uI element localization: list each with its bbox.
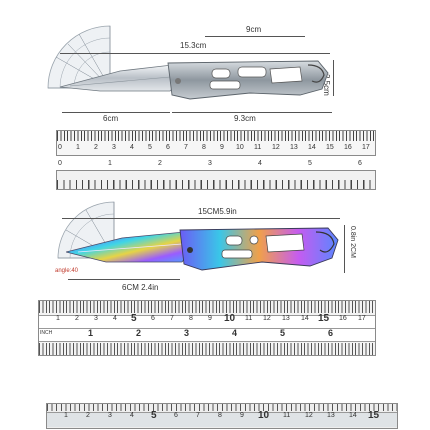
dim-line-6cm-mid bbox=[68, 279, 180, 280]
inch-ruler bbox=[56, 170, 376, 190]
dim-line-6cm bbox=[62, 112, 170, 113]
bottom-ruler-labels: 1 2 3 4 5 6 7 8 9 10 11 12 13 14 15 bbox=[46, 410, 396, 424]
dual-cm-label: 2 bbox=[75, 315, 79, 322]
angle-label: angle:40 bbox=[55, 268, 79, 274]
rainbow-knife bbox=[66, 222, 342, 276]
dual-cm-label: 12 bbox=[263, 315, 271, 322]
bottom-label: 12 bbox=[305, 412, 313, 419]
bottom-label: 10 bbox=[258, 410, 270, 421]
dual-inch-label: 1 bbox=[88, 328, 94, 338]
cm-label: 15 bbox=[326, 144, 334, 151]
cm-label: 3 bbox=[112, 144, 116, 151]
dim-line-0-8in bbox=[344, 225, 345, 273]
dual-cm-label: 13 bbox=[282, 315, 290, 322]
dim-line-15-3cm bbox=[60, 53, 330, 54]
dual-inch-label: 5 bbox=[280, 328, 286, 338]
inch-label: 1 bbox=[108, 160, 112, 167]
dim-label-15cm: 15CM5.9in bbox=[198, 207, 237, 216]
dual-cm-label: 4 bbox=[113, 315, 117, 322]
inch-ruler-labels: 0 1 2 3 4 5 6 bbox=[56, 160, 374, 170]
cm-label: 11 bbox=[254, 144, 262, 151]
dual-ruler bbox=[38, 300, 376, 356]
cm-label: 1 bbox=[76, 144, 80, 151]
dual-inch-label: 3 bbox=[184, 328, 190, 338]
inch-label: 5 bbox=[308, 160, 312, 167]
cm-ruler bbox=[56, 130, 376, 156]
bottom-label: 6 bbox=[174, 412, 178, 419]
dim-label-6cm: 6cm bbox=[103, 114, 119, 123]
dim-line-9cm bbox=[205, 36, 305, 37]
cm-label: 2 bbox=[94, 144, 98, 151]
dual-ruler-inch-labels: INCH 1 2 3 4 5 6 bbox=[38, 328, 374, 341]
bottom-label: 8 bbox=[218, 412, 222, 419]
bottom-ruler-band bbox=[47, 412, 397, 427]
bottom-label: 5 bbox=[151, 410, 157, 421]
dual-ruler-inch-row bbox=[39, 329, 375, 342]
bottom-label: 14 bbox=[349, 412, 357, 419]
dual-inch-unit: INCH bbox=[40, 330, 53, 336]
dual-cm-label: 7 bbox=[170, 315, 174, 322]
dual-cm-label: 14 bbox=[301, 315, 309, 322]
dim-line-2-5cm bbox=[333, 60, 334, 96]
dim-line-15cm bbox=[62, 218, 340, 219]
cm-label: 9 bbox=[220, 144, 224, 151]
dim-label-6cm-mid: 6CM 2.4in bbox=[122, 283, 159, 292]
cm-label: 12 bbox=[272, 144, 280, 151]
bottom-label: 15 bbox=[368, 410, 380, 421]
cm-label: 8 bbox=[202, 144, 206, 151]
dual-ruler-cm-labels: 1 2 3 4 5 6 7 8 9 10 11 12 13 14 15 16 1… bbox=[38, 313, 374, 327]
dual-cm-label: 8 bbox=[189, 315, 193, 322]
inch-label: 3 bbox=[208, 160, 212, 167]
dual-cm-label: 11 bbox=[245, 315, 253, 322]
dual-ruler-bottom-ticks bbox=[39, 343, 375, 355]
dual-inch-label: 2 bbox=[136, 328, 142, 338]
cm-label: 13 bbox=[290, 144, 298, 151]
dim-line-9-3cm bbox=[172, 112, 332, 113]
cm-label: 16 bbox=[344, 144, 352, 151]
cm-label: 6 bbox=[166, 144, 170, 151]
cm-label: 5 bbox=[148, 144, 152, 151]
cm-label: 17 bbox=[362, 144, 370, 151]
inch-label: 4 bbox=[258, 160, 262, 167]
bottom-ruler-ticks bbox=[47, 404, 397, 411]
bottom-label: 9 bbox=[240, 412, 244, 419]
dim-label-9-3cm: 9.3cm bbox=[234, 114, 256, 123]
inch-label: 0 bbox=[58, 160, 62, 167]
dim-label-9cm: 9cm bbox=[246, 25, 262, 34]
dual-cm-label: 3 bbox=[94, 315, 98, 322]
cm-label: 14 bbox=[308, 144, 316, 151]
dual-inch-label: 4 bbox=[232, 328, 238, 338]
dual-cm-label: 15 bbox=[318, 313, 330, 324]
bottom-label: 13 bbox=[327, 412, 335, 419]
cm-ruler-ticks bbox=[57, 131, 375, 141]
inch-label: 6 bbox=[358, 160, 362, 167]
dual-ruler-top-ticks bbox=[39, 301, 375, 313]
dual-cm-label: 17 bbox=[358, 315, 366, 322]
bottom-label: 3 bbox=[108, 412, 112, 419]
dim-label-0-8in: 0.8in 2CM bbox=[349, 226, 356, 258]
bottom-ruler bbox=[46, 403, 398, 429]
dual-cm-label: 9 bbox=[208, 315, 212, 322]
cm-label: 10 bbox=[236, 144, 244, 151]
dim-label-15-3cm: 15.3cm bbox=[180, 41, 207, 50]
bottom-label: 4 bbox=[130, 412, 134, 419]
inch-ruler-ticks bbox=[57, 180, 375, 189]
bottom-label: 2 bbox=[86, 412, 90, 419]
dual-ruler-cm-row bbox=[39, 315, 375, 329]
cm-ruler-labels: 0 1 2 3 4 5 6 7 8 9 10 11 12 13 14 15 16… bbox=[56, 144, 374, 154]
bottom-label: 1 bbox=[64, 412, 68, 419]
bottom-label: 7 bbox=[196, 412, 200, 419]
cm-label: 0 bbox=[58, 144, 62, 151]
dual-cm-label: 16 bbox=[339, 315, 347, 322]
silver-knife bbox=[60, 55, 332, 107]
inch-label: 2 bbox=[158, 160, 162, 167]
cm-label: 4 bbox=[130, 144, 134, 151]
dual-cm-label: 5 bbox=[131, 313, 137, 324]
dual-inch-label: 6 bbox=[328, 328, 334, 338]
bottom-label: 11 bbox=[283, 412, 291, 419]
cm-label: 7 bbox=[184, 144, 188, 151]
dual-cm-label: 1 bbox=[56, 315, 60, 322]
dual-cm-label: 6 bbox=[151, 315, 155, 322]
dual-cm-label: 10 bbox=[224, 313, 236, 324]
